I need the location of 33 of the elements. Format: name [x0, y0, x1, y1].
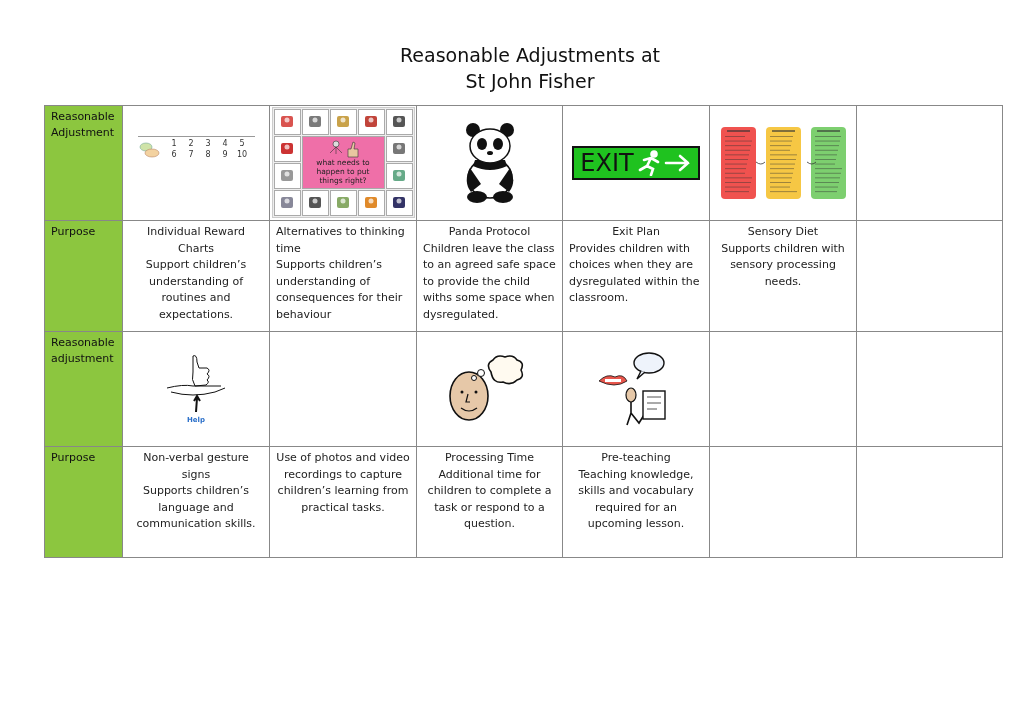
cell-heading: Panda Protocol	[447, 224, 532, 240]
chart-number: 7	[187, 150, 195, 160]
cell-heading: Pre-teaching	[600, 450, 672, 466]
row-header: Reasonable Adjustment	[51, 109, 116, 141]
chart-number: 6	[170, 150, 178, 160]
cell-heading: Alternatives to thinking time	[276, 224, 406, 257]
row-header: Purpose	[51, 224, 97, 240]
row-header: Purpose	[51, 450, 97, 466]
chart-number: 9	[221, 150, 229, 160]
chart-number: 4	[221, 139, 229, 149]
chart-number: 2	[187, 139, 195, 149]
chart-number: 5	[238, 139, 246, 149]
cell-heading: Exit Plan	[611, 224, 661, 240]
cell-text: Provides children with choices when they are dysregulated within the classroom.	[569, 240, 701, 306]
row-header: Reasonable adjustment	[51, 335, 116, 367]
cell-text: Teaching knowledge, skills and vocabulary required for an upcoming lesson.	[577, 466, 695, 532]
cell-heading: Individual Reward Charts	[145, 224, 246, 257]
sign-text: EXIT	[580, 150, 634, 176]
cell-text: Supports children’s language and communication skills.	[135, 483, 257, 532]
page-title: Reasonable Adjustments at St John Fisher	[398, 43, 662, 94]
chart-number: 10	[235, 150, 249, 160]
cell-text: Children leave the class to an agreed safe space to provide the child withs some space when dysregulated.	[423, 240, 556, 323]
cell-heading: Non-verbal gesture signs	[142, 450, 250, 483]
cell-text: Additional time for children to complete a task or respond to a question.	[426, 466, 553, 532]
cell-text: Use of photos and video recordings to capture children’s learning from practical tasks.	[276, 450, 410, 516]
cell-text: Supports children with sensory processing needs.	[720, 240, 846, 290]
cell-heading: Processing Time	[443, 450, 536, 466]
chart-number: 3	[204, 139, 212, 149]
chart-number: 1	[170, 139, 178, 149]
cell-text: Supports children’s understanding of consequences for their behaviour	[276, 257, 404, 323]
cell-text: Support children’s understanding of routines and expectations.	[144, 257, 248, 323]
chart-number: 8	[204, 150, 212, 160]
cell-heading: Sensory Diet	[746, 224, 820, 240]
